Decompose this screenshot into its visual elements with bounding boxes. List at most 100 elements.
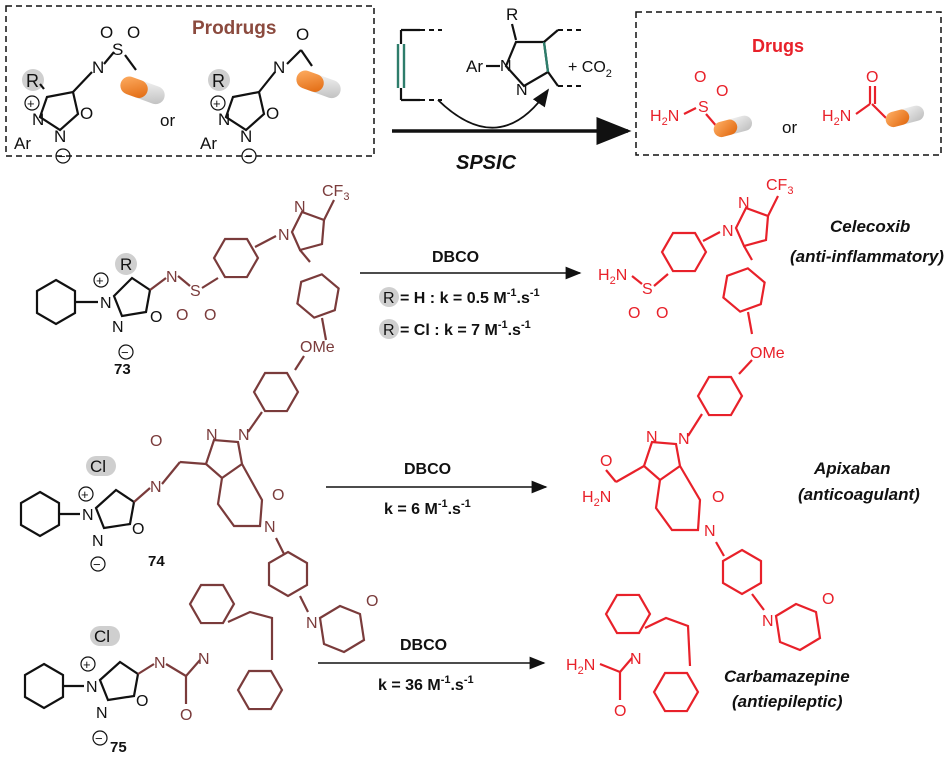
rate-74: k = 6 M-1.s-1	[384, 498, 471, 518]
drug-name-celecoxib: Celecoxib	[830, 217, 910, 236]
svg-text:N: N	[198, 651, 210, 668]
svg-text:= Cl : k = 7 M-1.s-1: = Cl : k = 7 M-1.s-1	[400, 319, 531, 339]
svg-text:N: N	[54, 127, 66, 146]
svg-text:N: N	[678, 431, 690, 448]
svg-text:O: O	[176, 307, 188, 324]
svg-text:S: S	[642, 281, 653, 298]
svg-text:R: R	[212, 71, 225, 91]
prodrug-acyl-structure: R N O N N Ar + − O	[200, 25, 344, 164]
svg-text:H2N: H2N	[822, 108, 851, 128]
compound-73-label: 73	[114, 361, 131, 378]
reagent-75: DBCO	[400, 637, 447, 654]
amide-drug: H2N O	[822, 69, 926, 129]
svg-text:N: N	[738, 195, 750, 212]
svg-text:N: N	[278, 227, 290, 244]
sulfonamide-drug: H2N S O O	[650, 69, 754, 139]
svg-text:R: R	[383, 322, 395, 339]
prodrugs-box	[5, 5, 375, 157]
drug-class-apixaban: (anticoagulant)	[798, 485, 920, 504]
svg-text:N: N	[646, 429, 658, 446]
svg-text:OMe: OMe	[750, 345, 785, 362]
rate-73-cl: R = Cl : k = 7 M-1.s-1	[379, 319, 531, 339]
or-text-right: or	[782, 118, 797, 137]
r-label: R	[26, 71, 39, 91]
svg-text:O: O	[628, 305, 640, 322]
svg-text:R: R	[506, 5, 518, 24]
svg-text:O: O	[600, 453, 612, 470]
svg-text:O: O	[272, 487, 284, 504]
svg-text:S: S	[190, 283, 201, 300]
svg-text:Ar: Ar	[466, 57, 483, 76]
svg-text:S: S	[698, 99, 709, 116]
compound-74-label: 74	[148, 553, 165, 570]
svg-text:N: N	[273, 58, 285, 77]
svg-text:O: O	[712, 489, 724, 506]
svg-text:N: N	[96, 705, 108, 722]
svg-text:H2N: H2N	[582, 489, 611, 509]
svg-text:CF3: CF3	[322, 183, 349, 203]
svg-text:N: N	[82, 507, 94, 524]
svg-text:+: +	[81, 487, 89, 502]
carbamazepine-structure: H2N O N	[566, 584, 705, 722]
svg-text:O: O	[127, 23, 140, 42]
svg-text:H2N: H2N	[650, 108, 679, 128]
svg-text:N: N	[238, 427, 250, 444]
drug-name-carbamazepine: Carbamazepine	[724, 667, 850, 686]
svg-text:Ar: Ar	[14, 134, 31, 153]
svg-text:N: N	[154, 655, 166, 672]
svg-text:O: O	[866, 69, 878, 86]
svg-text:N: N	[516, 82, 528, 99]
svg-text:N: N	[722, 223, 734, 240]
svg-text:O: O	[822, 591, 834, 608]
strained-alkyne	[396, 28, 442, 102]
svg-text:+: +	[83, 657, 91, 672]
svg-text:N: N	[704, 523, 716, 540]
drug-class-celecoxib: (anti-inflammatory)	[790, 247, 944, 266]
svg-text:O: O	[266, 104, 279, 123]
drug-name-apixaban: Apixaban	[813, 459, 891, 478]
svg-text:N: N	[762, 613, 774, 630]
svg-text:+: +	[27, 96, 35, 111]
svg-text:N: N	[150, 479, 162, 496]
svg-text:N: N	[100, 295, 112, 312]
svg-text:O: O	[150, 309, 162, 326]
svg-text:−: −	[93, 557, 101, 572]
svg-text:O: O	[296, 25, 309, 44]
pyrazole-product: R Ar N N + CO2	[466, 5, 612, 99]
svg-text:R: R	[120, 255, 132, 274]
celecoxib-structure: H2N S O O N N CF3	[598, 177, 793, 335]
svg-text:N: N	[32, 110, 44, 129]
svg-text:N: N	[86, 679, 98, 696]
compound-75-structure: N + N O − Cl N O N	[23, 574, 289, 746]
compound-74-structure: N + N O − Cl N O N N O N OMe N O 74	[19, 339, 378, 654]
svg-text:R: R	[383, 290, 395, 307]
reagent-74: DBCO	[404, 461, 451, 478]
svg-text:+: +	[96, 273, 104, 288]
svg-text:N: N	[306, 615, 318, 632]
svg-text:N: N	[218, 110, 230, 129]
prodrugs-title: Prodrugs	[192, 18, 276, 39]
svg-text:O: O	[204, 307, 216, 324]
rate-75: k = 36 M-1.s-1	[378, 674, 474, 694]
svg-text:OMe: OMe	[300, 339, 335, 356]
spsic-label: SPSIC	[456, 152, 517, 174]
svg-text:Cl: Cl	[94, 627, 110, 646]
svg-text:+: +	[213, 96, 221, 111]
svg-text:CF3: CF3	[766, 177, 793, 197]
reagent-73: DBCO	[432, 249, 479, 266]
svg-text:O: O	[150, 433, 162, 450]
svg-text:N: N	[240, 127, 252, 146]
rate-73-h: R = H : k = 0.5 M-1.s-1	[379, 287, 540, 307]
svg-text:N: N	[92, 58, 104, 77]
svg-text:O: O	[132, 521, 144, 538]
svg-text:N: N	[500, 58, 512, 75]
svg-text:O: O	[716, 83, 728, 100]
compound-75-label: 75	[110, 739, 127, 756]
svg-text:O: O	[100, 23, 113, 42]
svg-text:O: O	[80, 104, 93, 123]
svg-text:−: −	[244, 149, 252, 164]
svg-text:−: −	[58, 149, 66, 164]
svg-text:N: N	[166, 269, 178, 286]
svg-text:Ar: Ar	[200, 134, 217, 153]
